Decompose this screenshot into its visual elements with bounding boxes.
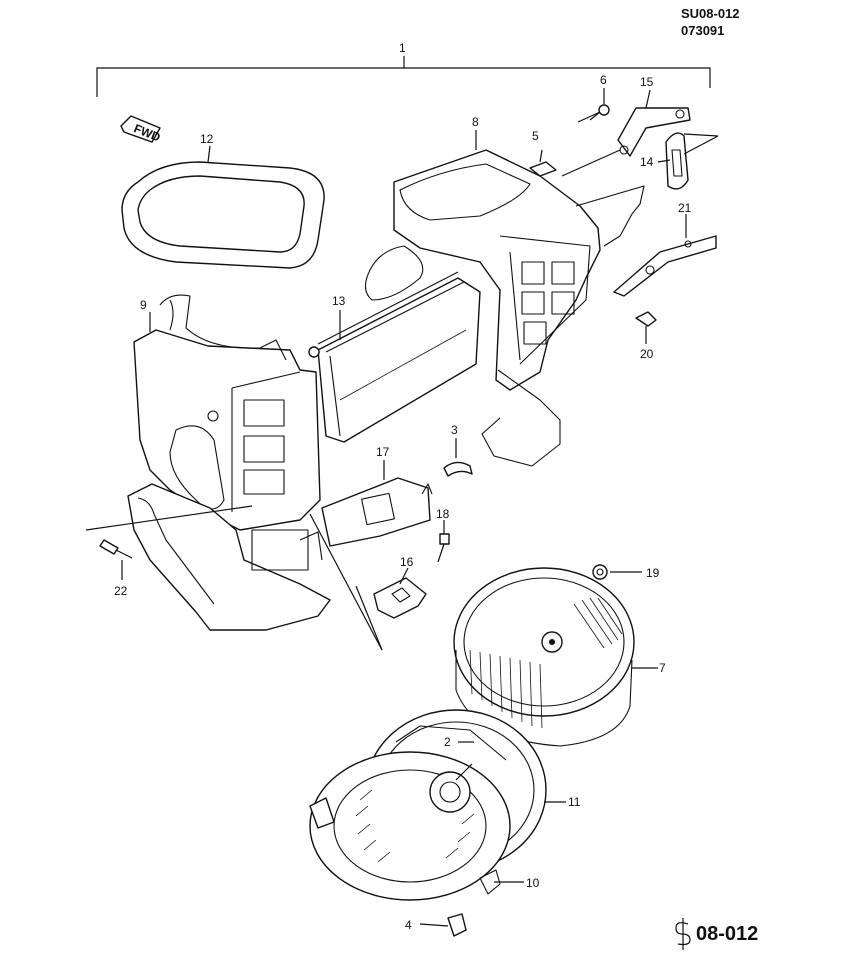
callout-22: 22: [114, 584, 128, 598]
callout-3: 3: [451, 423, 458, 437]
callout-4: 4: [405, 918, 412, 932]
callout-13: 13: [332, 294, 346, 308]
callout-20: 20: [640, 347, 654, 361]
callout-labels: 1 2 3 4 5 6 7 8 9 10 11 12 13 14 15 16 1…: [114, 41, 692, 932]
callout-11: 11: [568, 795, 581, 809]
part-4-screw: [419, 913, 467, 937]
part-22-screw: [85, 505, 253, 559]
part-7-fan-wheel: [453, 567, 635, 747]
footer-code: 08-012: [675, 918, 758, 950]
part-16-resistor: [309, 513, 427, 651]
part-12-gasket: [121, 161, 325, 269]
callout-21: 21: [678, 201, 692, 215]
blower-case-lower-left: [127, 483, 331, 631]
part-5-clip: [529, 161, 557, 177]
callout-7: 7: [659, 661, 666, 675]
callout-1: 1: [399, 41, 406, 55]
part-13-heater-core: [308, 271, 481, 443]
callout-8: 8: [472, 115, 479, 129]
dollar-sign-icon: [675, 918, 691, 950]
callout-6: 6: [600, 73, 607, 87]
assembly-bracket: [96, 56, 711, 97]
drawing-code-line-2: 073091: [681, 23, 724, 38]
callout-14: 14: [640, 155, 654, 169]
part-14-link: [665, 132, 689, 190]
callout-19: 19: [646, 566, 660, 580]
drawing-code-line-1: SU08-012: [681, 6, 740, 21]
fwd-label: FWD: [132, 121, 163, 144]
callout-18: 18: [436, 507, 450, 521]
callout-5: 5: [532, 129, 539, 143]
part-21-arm: [613, 235, 717, 297]
part-19-nut: [592, 564, 608, 580]
part-20-clip: [635, 311, 657, 327]
part-8-duct-upper: [364, 149, 645, 467]
part-3-clip: [443, 461, 473, 477]
callout-15: 15: [640, 75, 654, 89]
fwd-arrow-icon: FWD: [120, 115, 163, 145]
callout-12: 12: [200, 132, 214, 146]
leader-lines: [121, 88, 719, 883]
callout-17: 17: [376, 445, 390, 459]
part-18-screw: [437, 533, 450, 563]
part-17-cover: [321, 477, 433, 547]
callout-16: 16: [400, 555, 414, 569]
callout-10: 10: [526, 876, 540, 890]
callout-9: 9: [140, 298, 147, 312]
callout-2: 2: [444, 735, 451, 749]
part-10-motor-base: [309, 751, 511, 901]
footer-code-text: 08-012: [696, 923, 758, 945]
part-15-lever: [617, 107, 691, 157]
